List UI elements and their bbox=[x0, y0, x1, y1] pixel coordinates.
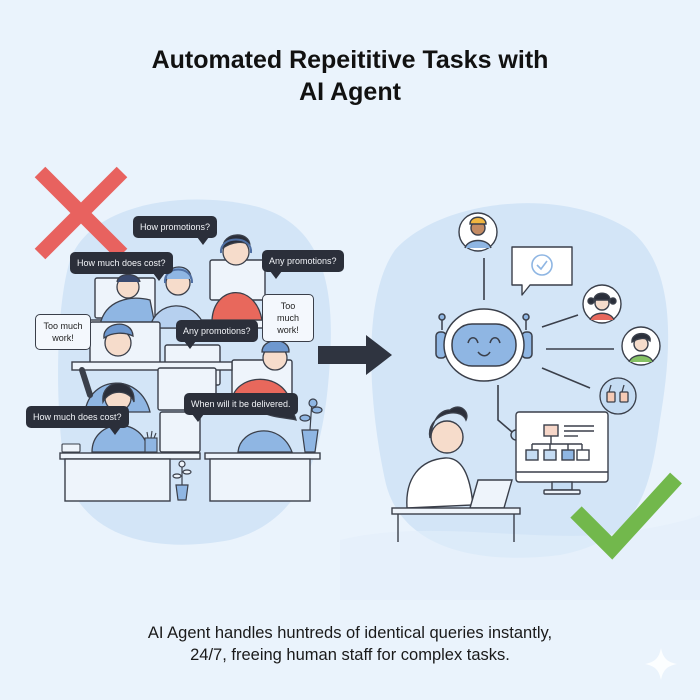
thumbs-up-icon bbox=[599, 377, 637, 415]
customer-avatar-icon bbox=[582, 284, 622, 324]
robot-icon bbox=[435, 308, 533, 382]
coffee-cup-icon bbox=[61, 443, 81, 453]
page-title: Automated Repeititive Tasks with AI Agen… bbox=[0, 44, 700, 108]
caption: AI Agent handles huntreds of identical q… bbox=[0, 622, 700, 666]
checkmark-icon bbox=[570, 472, 682, 560]
caption-line-1: AI Agent handles huntreds of identical q… bbox=[147, 624, 553, 642]
cross-icon bbox=[34, 166, 128, 260]
agent-blue-hair-right bbox=[231, 340, 291, 401]
arrow-right-icon bbox=[318, 335, 392, 375]
chat-check-icon bbox=[511, 246, 573, 296]
agent-waving bbox=[79, 323, 151, 413]
customer-avatar-icon bbox=[621, 326, 661, 366]
title-line-2: AI Agent bbox=[299, 78, 401, 106]
speech-bubble: Too much work! bbox=[262, 294, 314, 342]
sparkle-icon bbox=[645, 648, 677, 680]
speech-bubble: How much does cost? bbox=[26, 406, 129, 435]
title-line-1: Automated Repeititive Tasks with bbox=[151, 46, 549, 74]
plant-icon bbox=[172, 460, 192, 501]
speech-bubble: Too much work! bbox=[35, 314, 91, 350]
plant-icon bbox=[299, 398, 323, 453]
pencil-cup-icon bbox=[144, 430, 158, 453]
speech-bubble: How promotions? bbox=[133, 216, 218, 245]
agent-red-shirt bbox=[211, 234, 263, 321]
monitor-flowchart-icon bbox=[510, 411, 609, 495]
speech-bubble: Any promotions? bbox=[262, 250, 344, 279]
customer-avatar-icon bbox=[458, 212, 498, 252]
speech-bubble: How much does cost? bbox=[70, 252, 173, 281]
human-worker bbox=[391, 406, 521, 542]
speech-bubble: Any promotions? bbox=[176, 320, 258, 349]
connection-lines bbox=[483, 258, 614, 433]
speech-bubble: When will it be delivered. bbox=[184, 393, 298, 422]
caption-line-2: 24/7, freeing human staff for complex ta… bbox=[190, 646, 510, 664]
agent-tired bbox=[99, 273, 156, 326]
